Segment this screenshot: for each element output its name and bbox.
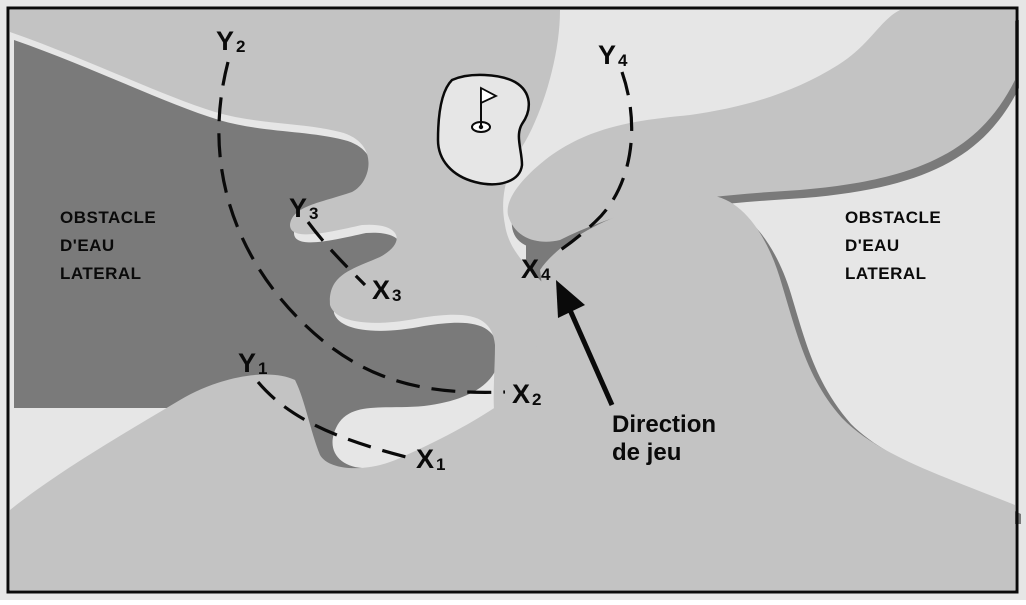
line-y2-x2 bbox=[217, 61, 506, 394]
hazard-lines bbox=[217, 61, 634, 460]
hazard-left-line-3: LATERAL bbox=[60, 264, 142, 283]
direction-label-line-1: Direction bbox=[612, 411, 716, 438]
hazard-left-line-1: OBSTACLE bbox=[60, 208, 156, 227]
direction-label-line-2: de jeu bbox=[612, 439, 681, 466]
hazard-label-right: OBSTACLE D'EAU LATERAL bbox=[845, 208, 941, 283]
line-y4-x4 bbox=[552, 71, 634, 257]
hazard-left-line-2: D'EAU bbox=[60, 236, 115, 255]
line-y3-x3 bbox=[306, 221, 367, 287]
land bbox=[10, 10, 1015, 591]
putting-green bbox=[436, 73, 530, 186]
hazard-right-line-1: OBSTACLE bbox=[845, 208, 941, 227]
line-y1-x1 bbox=[256, 380, 411, 460]
frame-border bbox=[6, 6, 1019, 594]
hazard-right-line-3: LATERAL bbox=[845, 264, 927, 283]
hazard-right-line-2: D'EAU bbox=[845, 236, 900, 255]
hazard-label-left: OBSTACLE D'EAU LATERAL bbox=[60, 208, 156, 283]
arrow-icon bbox=[556, 280, 615, 407]
flag-icon bbox=[471, 86, 499, 133]
